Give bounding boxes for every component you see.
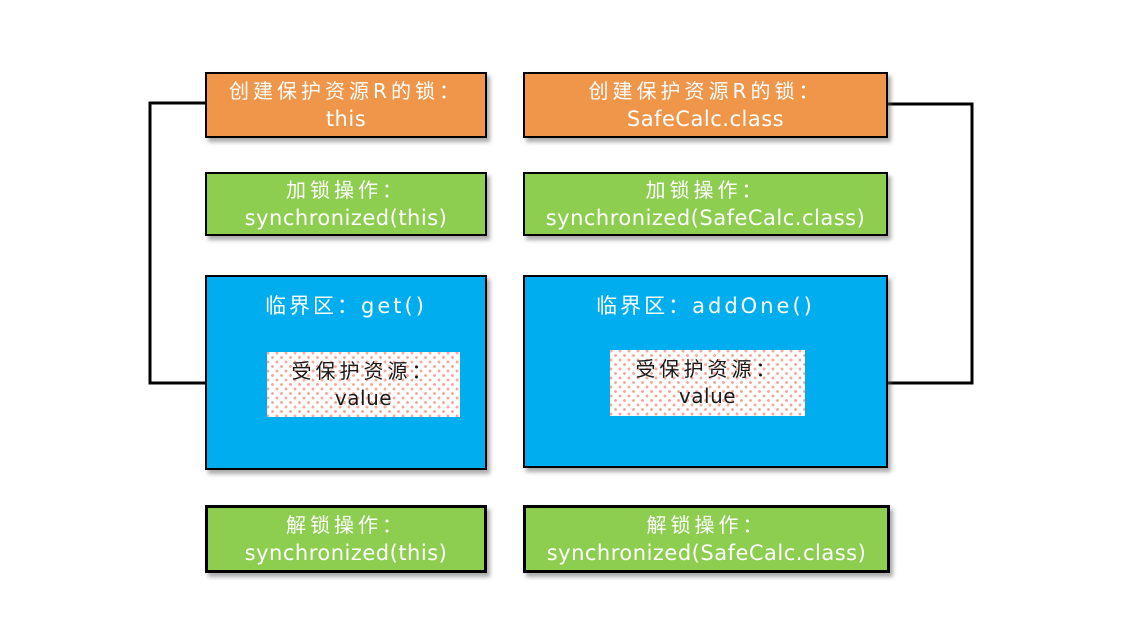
right-lock-op-code: synchronized(SafeCalc.class) — [545, 206, 866, 230]
left-unlock-op-label: 解锁操作： — [286, 513, 406, 537]
left-critical-section-box: 临界区：get() 受保护资源： value — [205, 275, 487, 470]
left-protected-resource-box: 受保护资源： value — [267, 352, 460, 417]
right-critical-section-box: 临界区：addOne() 受保护资源： value — [523, 275, 888, 468]
left-lock-op-box: 加锁操作： synchronized(this) — [205, 172, 487, 236]
left-create-lock-box: 创建保护资源R的锁： this — [205, 72, 487, 138]
right-protected-resource-label: 受保护资源： — [635, 357, 780, 381]
right-lock-op-box: 加锁操作： synchronized(SafeCalc.class) — [523, 172, 888, 236]
right-protected-resource-value: value — [678, 384, 737, 408]
right-critical-section-title: 临界区：addOne() — [596, 294, 815, 318]
right-unlock-op-label: 解锁操作： — [646, 513, 767, 537]
left-create-lock-value: this — [325, 107, 367, 131]
left-lock-op-label: 加锁操作： — [286, 178, 406, 202]
right-unlock-op-code: synchronized(SafeCalc.class) — [546, 541, 867, 565]
right-lock-op-label: 加锁操作： — [645, 178, 766, 202]
right-protected-resource-box: 受保护资源： value — [610, 350, 805, 416]
right-unlock-op-box: 解锁操作： synchronized(SafeCalc.class) — [523, 505, 890, 573]
left-lock-op-code: synchronized(this) — [244, 206, 448, 230]
left-protected-resource-value: value — [334, 385, 393, 410]
right-create-lock-value: SafeCalc.class — [626, 107, 785, 131]
left-unlock-op-code: synchronized(this) — [244, 541, 448, 565]
right-create-lock-box: 创建保护资源R的锁： SafeCalc.class — [523, 72, 888, 138]
left-unlock-op-box: 解锁操作： synchronized(this) — [205, 505, 487, 573]
right-create-lock-label: 创建保护资源R的锁： — [588, 79, 823, 103]
left-protected-resource-label: 受保护资源： — [291, 358, 436, 383]
left-critical-section-title: 临界区：get() — [265, 294, 427, 318]
left-create-lock-label: 创建保护资源R的锁： — [229, 79, 463, 103]
